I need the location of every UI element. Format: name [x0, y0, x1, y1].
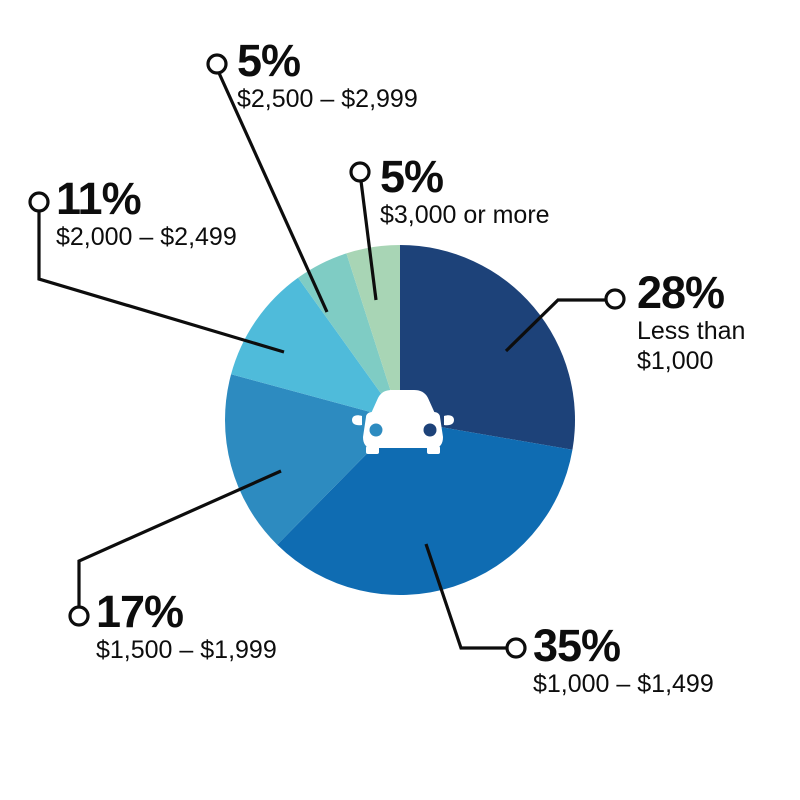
- callout-percent-3000-or-more: 5%: [380, 151, 444, 202]
- callout-percent-2000-2499: 11%: [56, 173, 142, 224]
- pie-slice-3000-or-more[interactable]: [346, 245, 400, 420]
- leader-marker-1000-1499: [505, 637, 527, 659]
- callout-percent-1500-1999: 17%: [96, 586, 184, 637]
- leader-line-1000-1499: [424, 543, 507, 650]
- leader-marker-2000-2499: [28, 191, 50, 213]
- callout-2500-2999[interactable]: 5% $2,500 – $2,999: [237, 38, 418, 114]
- leader-line-2000-2499: [37, 211, 285, 354]
- car-headlights-icon: [369, 423, 437, 437]
- callout-range-2500-2999: $2,500 – $2,999: [237, 85, 418, 113]
- callout-3000-or-more[interactable]: 5% $3,000 or more: [380, 154, 550, 230]
- pie-slice-less-1000[interactable]: [400, 245, 576, 450]
- leader-marker-3000-or-more: [349, 161, 371, 183]
- leader-line-less-1000: [504, 298, 607, 353]
- callout-range-1500-1999: $1,500 – $1,999: [96, 636, 277, 664]
- leader-marker-2500-2999: [206, 53, 228, 75]
- leader-lines: [37, 72, 607, 650]
- callout-range-1000-1499: $1,000 – $1,499: [533, 670, 714, 698]
- callout-range-3000-or-more: $3,000 or more: [380, 201, 550, 229]
- leader-markers: [28, 53, 626, 659]
- callout-2000-2499[interactable]: 11% $2,000 – $2,499: [56, 176, 237, 252]
- callout-percent-less-1000: 28%: [637, 267, 725, 318]
- leader-line-2500-2999: [217, 72, 329, 313]
- callout-percent-2500-2999: 5%: [237, 35, 301, 86]
- callout-range-2000-2499: $2,000 – $2,499: [56, 223, 237, 251]
- pie-slice-2500-2999[interactable]: [298, 253, 400, 420]
- car-icon: [352, 390, 454, 454]
- leader-marker-less-1000: [604, 288, 626, 310]
- callout-range-less-1000-line1: Less than: [637, 317, 746, 345]
- callout-1500-1999[interactable]: 17% $1,500 – $1,999: [96, 589, 277, 665]
- callout-percent-1000-1499: 35%: [533, 620, 621, 671]
- leader-marker-1500-1999: [68, 605, 90, 627]
- callout-range-less-1000-line2: $1,000: [637, 347, 714, 375]
- pie-slice-1000-1499[interactable]: [277, 420, 573, 596]
- leader-line-1500-1999: [77, 469, 282, 607]
- callout-less-1000[interactable]: 28% Less than $1,000: [637, 270, 745, 376]
- pie-slice-2000-2499[interactable]: [231, 277, 400, 420]
- callout-1000-1499[interactable]: 35% $1,000 – $1,499: [533, 623, 714, 699]
- leader-line-3000-or-more: [359, 180, 378, 301]
